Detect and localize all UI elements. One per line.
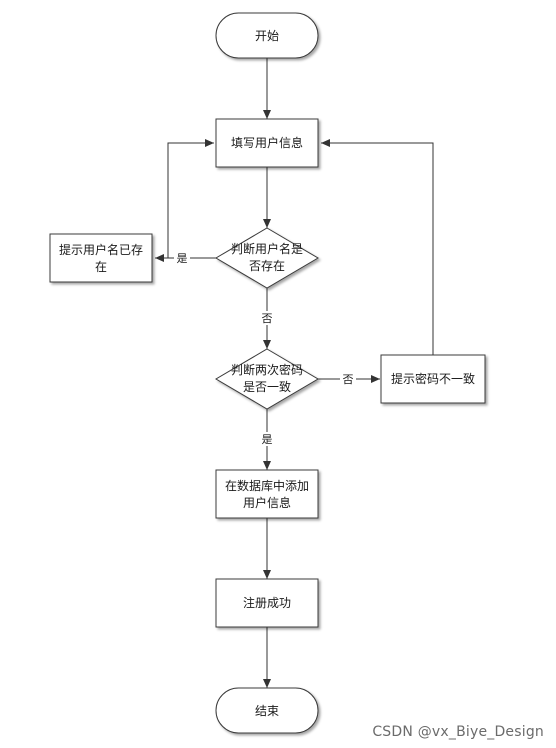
check-pwd-label-line2: 是否一致 xyxy=(243,380,291,394)
fill-info-box xyxy=(215,118,319,168)
add-db-label-line2: 用户信息 xyxy=(243,495,291,510)
fill-info-label: 填写用户信息 xyxy=(231,135,303,150)
pwd-mismatch-box xyxy=(380,354,486,404)
check-pwd-label-line1: 判断两次密码 xyxy=(231,362,303,377)
success-label: 注册成功 xyxy=(243,595,291,610)
add-db-label-line1: 在数据库中添加 xyxy=(225,478,309,493)
name-exists-label-line2: 在 xyxy=(95,260,107,274)
start-label: 开始 xyxy=(255,29,279,43)
end-terminal xyxy=(215,687,319,734)
start-terminal xyxy=(215,12,319,59)
check-pwd-diamond xyxy=(215,348,319,410)
edge-label-no-exists: 否 xyxy=(262,312,273,325)
pwd-mismatch-label: 提示密码不一致 xyxy=(391,371,475,386)
watermark: CSDN @vx_Biye_Design xyxy=(372,724,544,740)
success-box xyxy=(215,578,319,628)
end-label: 结束 xyxy=(255,704,279,718)
name-exists-label-line1: 提示用户名已存 xyxy=(59,242,143,257)
add-db-box xyxy=(215,469,319,519)
edge-exists-back-to-fill xyxy=(167,139,214,258)
name-exists-box xyxy=(49,233,153,283)
check-name-label-line2: 否存在 xyxy=(249,259,285,273)
edge-label-yes-exists: 是 xyxy=(177,252,188,265)
edge-mismatch-back-to-fill xyxy=(321,139,434,355)
check-name-diamond xyxy=(215,227,319,289)
edge-label-yes-match: 是 xyxy=(262,433,273,446)
edge-label-no-match: 否 xyxy=(343,373,354,386)
check-name-label-line1: 判断用户名是 xyxy=(231,241,303,256)
